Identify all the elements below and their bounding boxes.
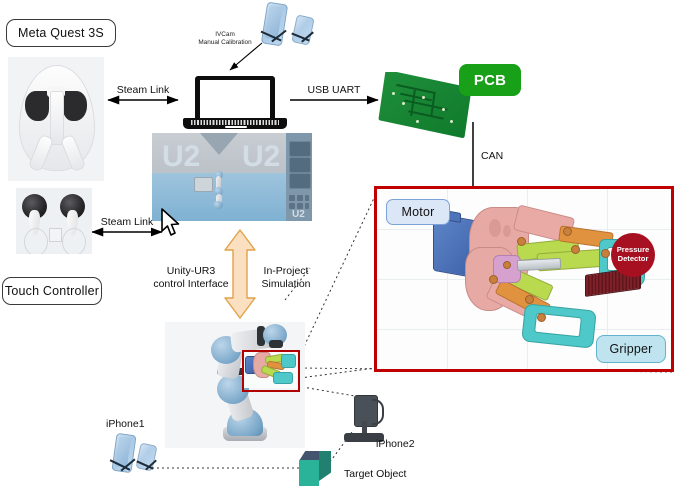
edge-label-steam-link-bottom: Steam Link: [100, 216, 154, 228]
node-target-object-label: Target Object: [344, 468, 407, 480]
edge-label-usb-uart: USB UART: [307, 84, 361, 96]
ur-logo-left: U2: [162, 140, 201, 173]
gripper-detail-panel: Motor Pressure Detector Gripper: [374, 186, 674, 372]
edge-label-ivcam-line1: IVCam: [215, 31, 235, 38]
edge-label-unity-line1: Unity-UR3: [166, 265, 216, 277]
mouse-cursor-icon: [161, 208, 180, 236]
node-iphone1-label: iPhone1: [106, 418, 145, 430]
node-touch-controller-label: Touch Controller: [4, 284, 100, 298]
iphone1-image: [108, 432, 166, 480]
edge-label-ivcam-line2: Manual Calibration: [198, 39, 252, 46]
node-gripper[interactable]: Gripper: [596, 335, 666, 363]
pcb-image: [378, 72, 478, 140]
node-meta-quest-3s[interactable]: Meta Quest 3S: [6, 19, 116, 47]
laptop-image: [181, 74, 289, 132]
node-pcb-label: PCB: [473, 71, 507, 89]
node-iphone2-label: iPhone2: [376, 438, 415, 450]
node-pressure-detector-line1: Pressure: [616, 245, 650, 255]
edge-label-steam-link-top: Steam Link: [116, 84, 170, 96]
node-touch-controller[interactable]: Touch Controller: [2, 277, 102, 305]
gripper-zoom-source-box: [242, 350, 300, 392]
node-gripper-label: Gripper: [609, 342, 653, 356]
iphone2-image: [336, 395, 392, 447]
node-meta-quest-3s-label: Meta Quest 3S: [18, 26, 104, 40]
ur-logo-panel: U2: [292, 209, 305, 220]
ur-logo-right: U2: [242, 140, 281, 173]
node-pcb[interactable]: PCB: [459, 64, 521, 96]
node-motor-label: Motor: [401, 205, 435, 219]
node-pressure-detector-line2: Detector: [617, 254, 649, 263]
edge-label-simulation-line2: Simulation: [261, 278, 311, 290]
zoom-leader-bottom: [299, 367, 376, 379]
ivcam-phone-image: [258, 2, 326, 54]
node-pressure-detector[interactable]: Pressure Detector: [611, 233, 655, 277]
ur3-robot-image: [165, 322, 305, 448]
arrow-unity-simulation-bidirectional: [224, 229, 256, 319]
touch-controller-image: [16, 188, 92, 254]
edge-label-unity-line2: control Interface: [153, 278, 229, 290]
vr-headset-image: [8, 57, 104, 181]
edge-label-simulation-line1: In-Project: [263, 265, 309, 277]
unity-ur3-simulation-screen[interactable]: U2 U2 U2: [152, 133, 312, 221]
node-motor[interactable]: Motor: [386, 199, 450, 225]
target-object-image: [297, 449, 339, 489]
edge-label-can: CAN: [481, 150, 504, 162]
